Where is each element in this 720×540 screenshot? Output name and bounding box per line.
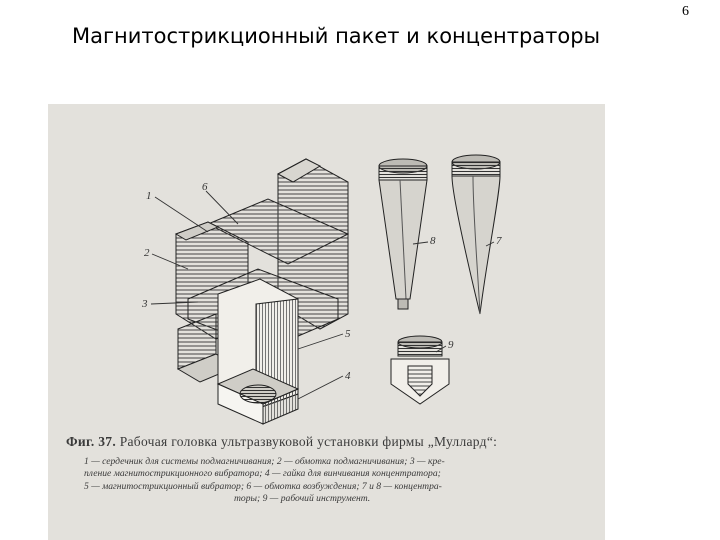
magnetostrictive-package [174, 158, 350, 425]
caption-title-text: Рабочая головка ультразвуковой установки… [119, 434, 498, 449]
caption-line: 1 — сердечник для системы подмагничивани… [84, 456, 445, 467]
caption-figure-number: Фиг. 37. [66, 434, 117, 449]
label-6: 6 [202, 181, 208, 193]
caption-line: торы; 9 — рабочий инструмент. [234, 492, 371, 504]
caption-line: пление магнитострикционного вибратора; 4… [84, 468, 441, 480]
label-9: 9 [448, 339, 454, 351]
caption-title: Фиг. 37. Рабочая головка ультразвуковой … [66, 434, 596, 450]
slide-number: 6 [682, 4, 689, 19]
label-1: 1 [146, 190, 152, 202]
caption-line: 5 — магнитострикционный вибратор; 6 — об… [84, 480, 442, 492]
label-4: 4 [345, 370, 351, 382]
concentrator-7 [451, 154, 501, 315]
label-5: 5 [345, 328, 351, 340]
label-3: 3 [141, 298, 148, 310]
label-8: 8 [430, 235, 436, 247]
leader-lines [150, 190, 495, 400]
caption-legend: 1 — сердечник для системы подмагничивани… [66, 456, 596, 505]
figure-drawing: 1 2 3 6 5 4 8 7 9 [141, 154, 502, 425]
figure-caption: Фиг. 37. Рабочая головка ультразвуковой … [66, 434, 596, 505]
label-2: 2 [144, 247, 150, 259]
figure-scan: 1 2 3 6 5 4 8 7 9 Фиг. 37. Рабочая голов… [48, 104, 605, 540]
working-tool-9 [390, 335, 450, 405]
slide-title: Магнитострикционный пакет и концентратор… [72, 24, 601, 48]
label-7: 7 [496, 235, 502, 247]
concentrator-8 [378, 158, 428, 310]
